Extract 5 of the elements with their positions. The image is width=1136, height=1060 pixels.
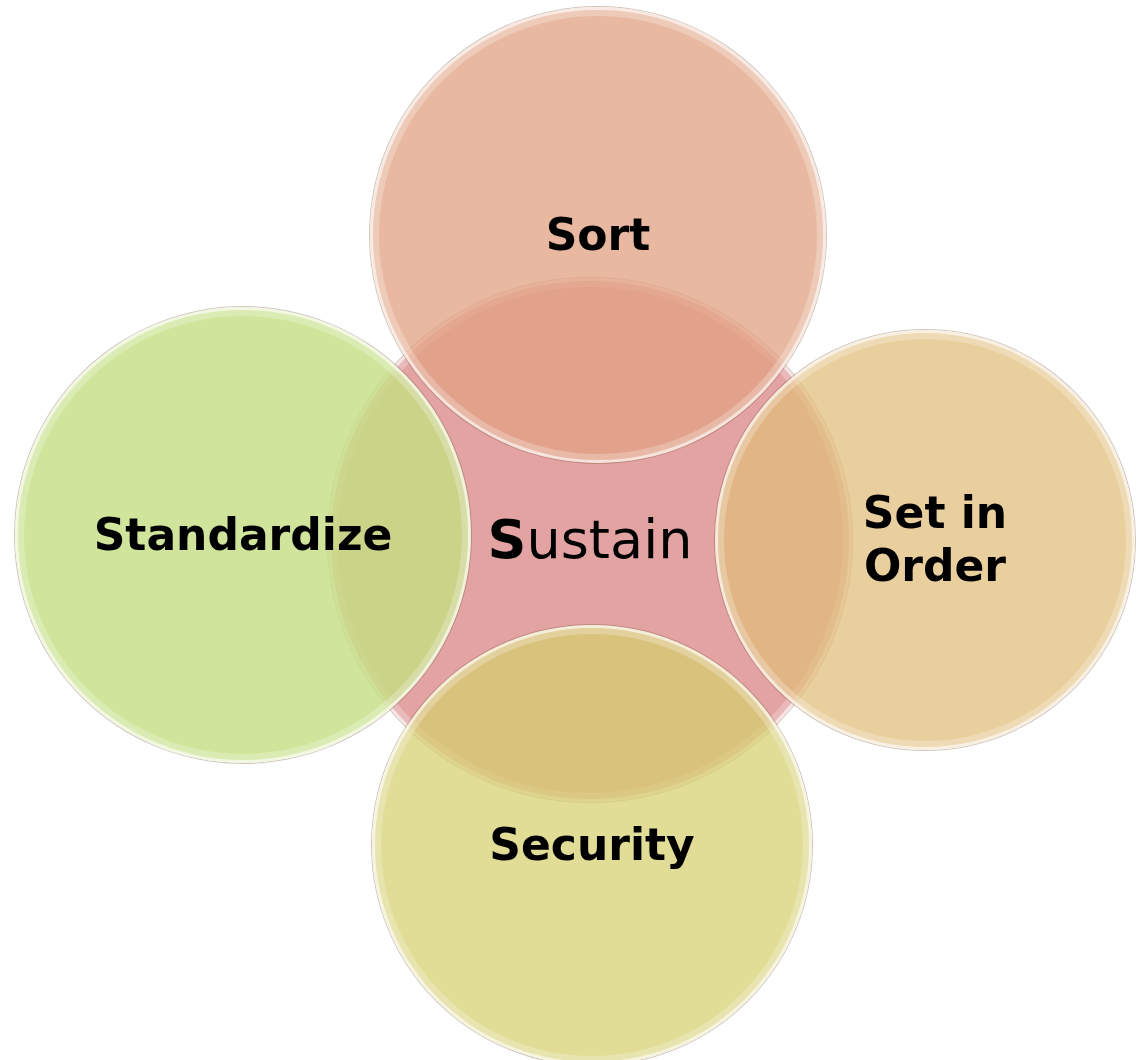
circle-label: Security [489, 818, 695, 872]
circle-label: Sort [545, 208, 651, 262]
circle-label: Sustain [487, 507, 693, 573]
circle-label: Set in Order [861, 487, 1009, 593]
circle-label: Standardize [93, 508, 393, 562]
